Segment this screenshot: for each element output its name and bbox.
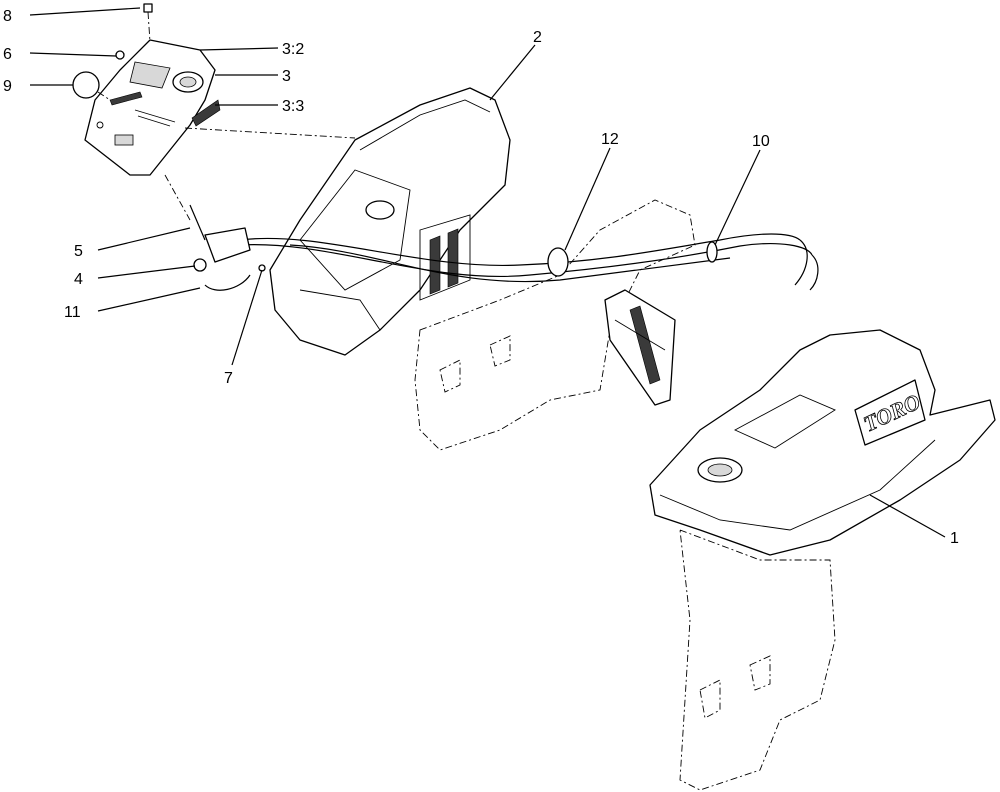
left-console-housing xyxy=(269,87,511,356)
lever-bracket xyxy=(604,289,676,406)
right-console-housing: TORO xyxy=(649,329,996,556)
callout-6: 6 xyxy=(3,46,12,63)
callout-4: 4 xyxy=(74,271,83,288)
callout-3: 3 xyxy=(282,68,291,85)
lower-bracket-outline xyxy=(679,529,836,791)
leader-lines xyxy=(29,7,946,538)
bolt-part-8 xyxy=(143,3,153,43)
callout-labels: 8 6 9 3:2 3 3:3 2 12 10 5 4 11 7 1 xyxy=(3,8,959,547)
callout-9: 9 xyxy=(3,78,12,95)
screw-part-6 xyxy=(115,50,125,60)
callout-11: 11 xyxy=(64,304,81,321)
callout-10: 10 xyxy=(752,133,770,150)
callout-5: 5 xyxy=(74,243,83,260)
callout-2: 2 xyxy=(533,29,542,46)
callout-12: 12 xyxy=(601,131,619,148)
callout-1: 1 xyxy=(950,530,959,547)
control-panel-plate xyxy=(84,39,221,176)
callout-3-2: 3:2 xyxy=(282,41,304,58)
callout-3-3: 3:3 xyxy=(282,98,304,115)
callout-8: 8 xyxy=(3,8,12,25)
cable-harness xyxy=(239,233,819,291)
callout-7: 7 xyxy=(224,370,233,387)
linkage-assembly xyxy=(189,204,266,291)
knob-part-9 xyxy=(72,71,100,99)
